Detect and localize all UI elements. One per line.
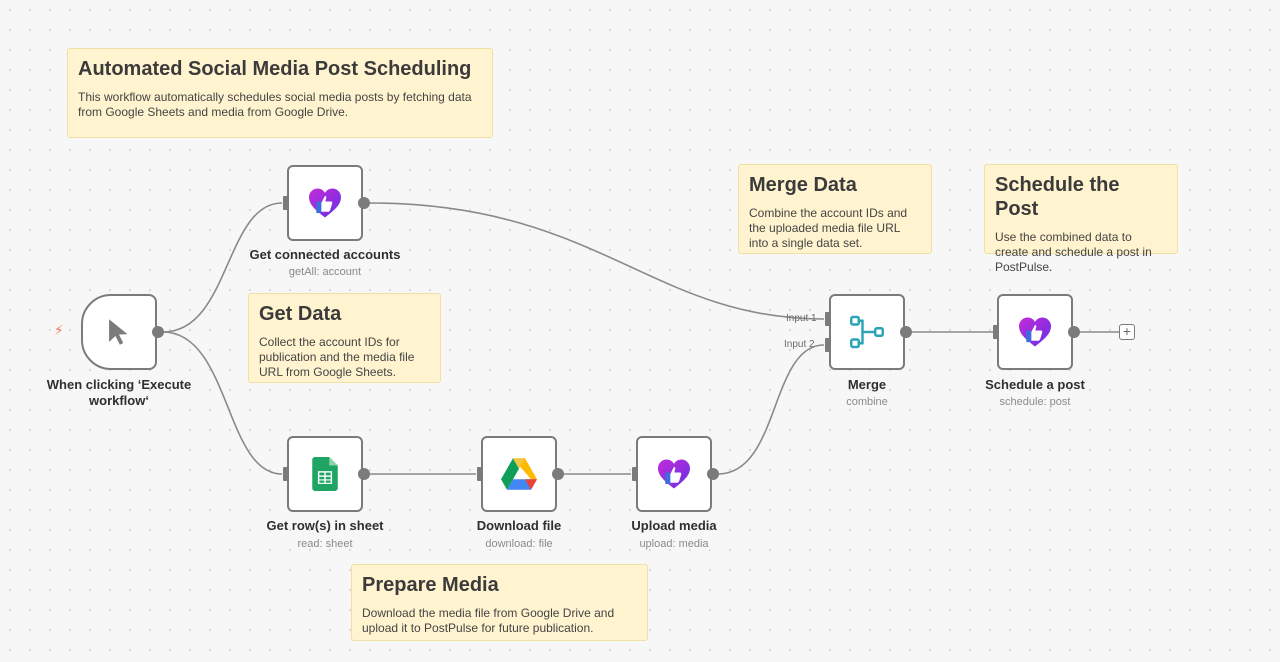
sticky-merge-data-title: Merge Data — [749, 174, 857, 196]
trigger-bolt-icon: ⚡ — [54, 322, 64, 338]
sticky-get-data-title: Get Data — [259, 303, 342, 325]
node-upload-media-subtitle: upload: media — [639, 538, 709, 550]
node-upload-media-title: Upload media — [631, 518, 717, 533]
upload-input-handle[interactable] — [632, 467, 637, 481]
sticky-main-body: This workflow automatically schedules so… — [78, 90, 472, 119]
node-merge-title: Merge — [847, 377, 887, 392]
google-drive-icon — [501, 458, 537, 490]
sticky-schedule[interactable]: Schedule the Post Use the combined data … — [984, 164, 1178, 274]
rows-output-handle[interactable] — [358, 468, 370, 480]
node-trigger-title: When clicking ‘Execute workflow‘ — [46, 377, 192, 408]
download-output-handle[interactable] — [552, 468, 564, 480]
sticky-prepare-media-title: Prepare Media — [362, 574, 499, 596]
node-download-file[interactable] — [481, 436, 557, 512]
node-get-connected-accounts-title: Get connected accounts — [249, 247, 401, 262]
google-sheets-icon — [312, 457, 338, 491]
edge-upload-to-merge[interactable] — [717, 344, 825, 475]
sticky-get-data[interactable]: Get Data Collect the account IDs for pub… — [248, 293, 441, 383]
merge-output-handle[interactable] — [900, 326, 912, 338]
node-trigger[interactable] — [81, 294, 157, 370]
postpulse-icon — [658, 459, 690, 489]
sticky-prepare-media-body: Download the media file from Google Driv… — [362, 606, 615, 635]
node-get-connected-accounts[interactable] — [287, 165, 363, 241]
postpulse-icon — [1019, 317, 1051, 347]
merge-input-1-handle[interactable] — [825, 312, 830, 326]
node-schedule-a-post[interactable] — [997, 294, 1073, 370]
node-get-rows-title: Get row(s) in sheet — [266, 518, 384, 533]
sticky-prepare-media[interactable]: Prepare Media Download the media file fr… — [351, 564, 648, 641]
cursor-icon — [109, 319, 128, 345]
node-merge[interactable] — [829, 294, 905, 370]
schedule-output-handle[interactable] — [1068, 326, 1080, 338]
sticky-schedule-title: Schedule the Post — [995, 174, 1120, 220]
accounts-input-handle[interactable] — [283, 196, 288, 210]
postpulse-icon — [309, 188, 341, 218]
node-download-file-title: Download file — [476, 518, 562, 533]
sticky-merge-data[interactable]: Merge Data Combine the account IDs and t… — [738, 164, 932, 254]
upload-output-handle[interactable] — [707, 468, 719, 480]
node-schedule-a-post-title: Schedule a post — [985, 377, 1085, 392]
node-download-file-subtitle: download: file — [485, 538, 553, 550]
sticky-get-data-body: Collect the account IDs for publication … — [259, 335, 415, 379]
sticky-schedule-body: Use the combined data to create and sche… — [995, 230, 1152, 274]
merge-input-2-handle[interactable] — [825, 338, 830, 352]
merge-icon — [850, 315, 884, 349]
trigger-output-handle[interactable] — [152, 326, 164, 338]
sticky-main-title: Automated Social Media Post Scheduling — [78, 58, 472, 80]
schedule-input-handle[interactable] — [993, 325, 998, 339]
download-input-handle[interactable] — [477, 467, 482, 481]
merge-input-1-label: Input 1 — [786, 313, 817, 324]
node-merge-subtitle: combine — [846, 396, 888, 408]
accounts-output-handle[interactable] — [358, 197, 370, 209]
node-upload-media[interactable] — [636, 436, 712, 512]
sticky-main[interactable]: Automated Social Media Post Scheduling T… — [67, 48, 493, 138]
sticky-merge-data-body: Combine the account IDs and the uploaded… — [749, 206, 908, 250]
rows-input-handle[interactable] — [283, 467, 288, 481]
node-get-rows-subtitle: read: sheet — [297, 538, 353, 550]
node-schedule-a-post-subtitle: schedule: post — [999, 396, 1071, 408]
merge-input-2-label: Input 2 — [784, 339, 815, 350]
node-get-connected-accounts-subtitle: getAll: account — [288, 266, 362, 278]
add-node-button[interactable]: + — [1119, 324, 1135, 340]
node-get-rows-in-sheet[interactable] — [287, 436, 363, 512]
